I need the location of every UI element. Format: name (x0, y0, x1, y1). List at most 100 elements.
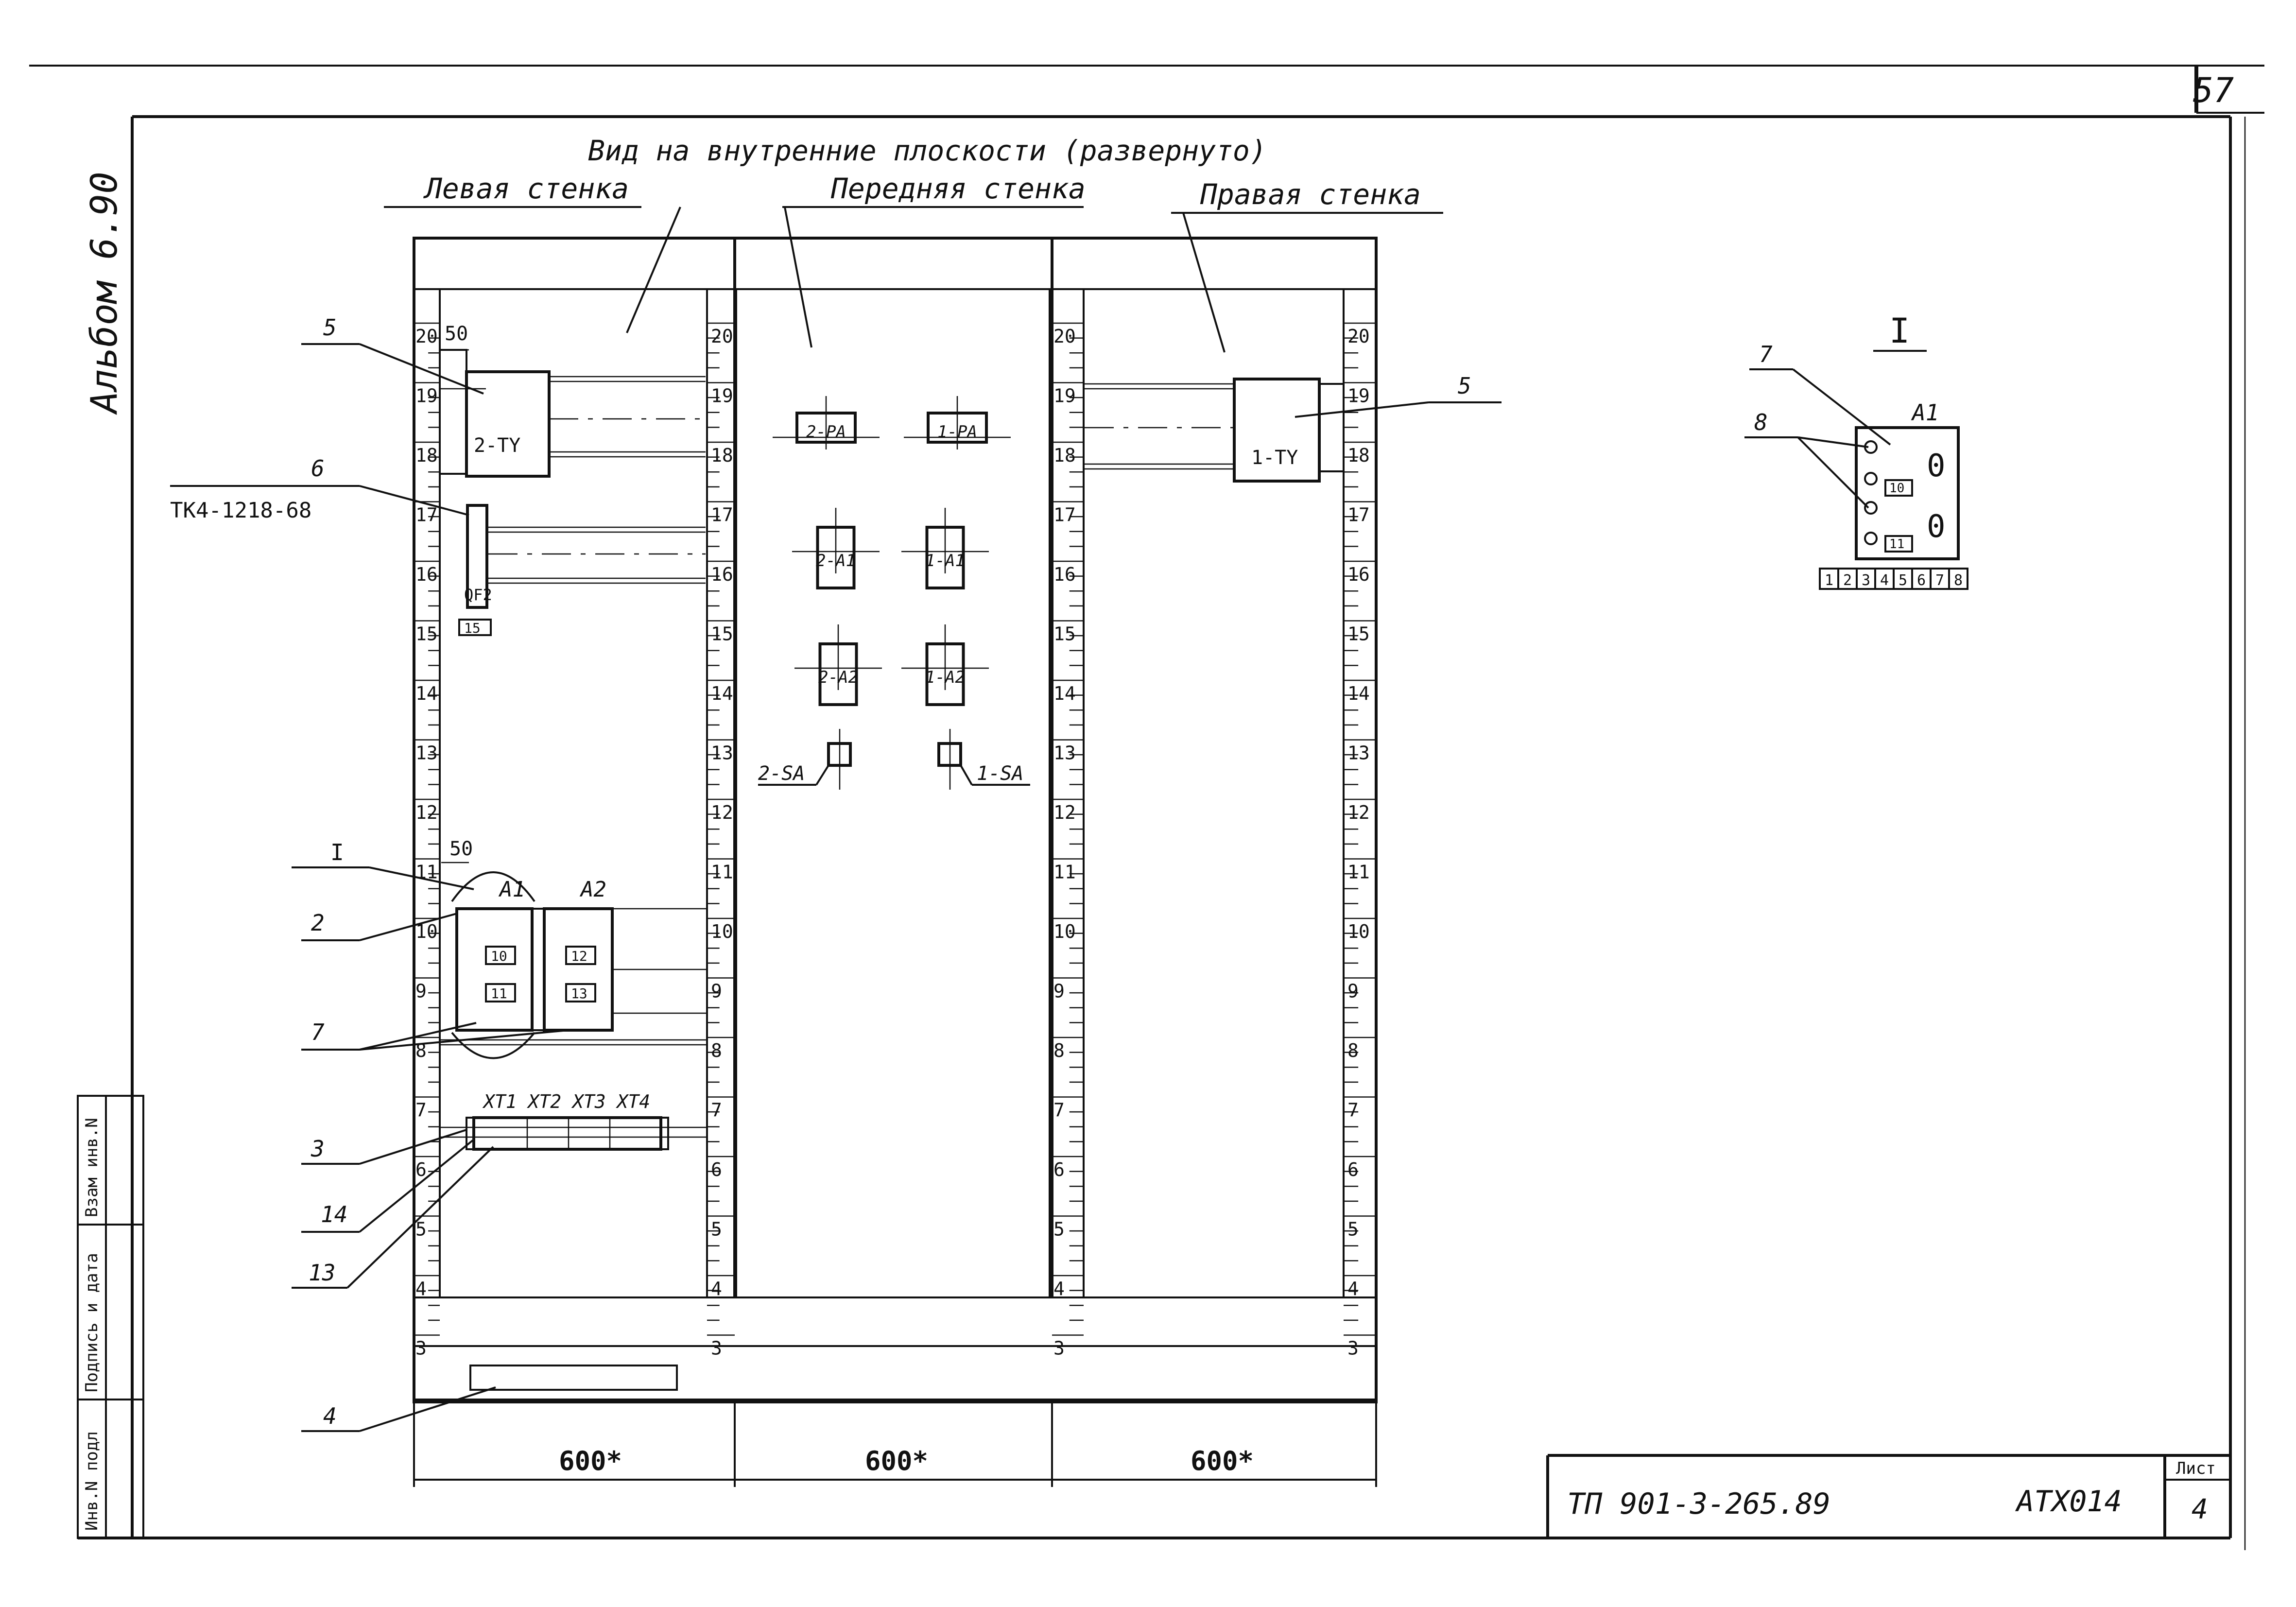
detail-term-10: 10 (1889, 481, 1904, 496)
drawing-code: АТХ014 (2015, 1485, 2122, 1519)
ruler-label: 19 (415, 385, 438, 407)
cabinet-outline (413, 237, 1378, 1403)
wall-heading-right: Правая стенка (1171, 178, 1443, 353)
device-label: 2-A1 (816, 551, 856, 570)
ruler-label: 17 (711, 504, 733, 526)
sheet-frame (29, 65, 2264, 1550)
callout-i: I (330, 839, 344, 865)
breaker-tag: 15 (464, 620, 481, 636)
ruler-label: 19 (1053, 385, 1076, 407)
device-1-a1 (925, 526, 965, 589)
ruler-label: 12 (711, 802, 733, 823)
a2-term-12: 12 (571, 948, 587, 964)
transformer-1ty-label: 1-TY (1251, 447, 1298, 469)
transformer-2ty (465, 370, 551, 478)
ruler-label: 20 (1347, 326, 1370, 347)
sheet-number: 57 (2193, 70, 2234, 110)
callout-6-type: ТК4-1218-68 (170, 498, 311, 523)
ruler-label: 12 (415, 802, 438, 823)
strip-label: 2 (1843, 572, 1852, 589)
ruler-label: 5 (415, 1219, 427, 1240)
device-label: 1-A1 (925, 551, 965, 570)
ruler-label: 20 (415, 326, 438, 347)
ruler-label: 12 (1347, 802, 1370, 823)
ruler-label: 7 (711, 1100, 722, 1121)
ruler-label: 3 (1053, 1338, 1065, 1359)
ruler-label: 7 (1347, 1100, 1359, 1121)
bracket-2ty (439, 349, 467, 475)
ruler-label: 11 (1347, 862, 1370, 883)
title-block: ТП 901-3-265.89 АТХ014 Лист 4 (1546, 1454, 2230, 1538)
ruler-label: 8 (1053, 1040, 1065, 1061)
right-wall-equipment: 1-TY (1085, 378, 1345, 483)
transformer-2ty-label: 2-TY (474, 434, 520, 457)
detail-mark-top: 0 (1927, 448, 1946, 484)
detail-term-11: 11 (1889, 537, 1904, 552)
ruler-label: 11 (711, 862, 733, 883)
device-1-a2 (925, 642, 965, 706)
side-stamp: Инв.N подл Подпись и дата Взам инв.N (77, 1095, 144, 1539)
ruler-label: 9 (415, 981, 427, 1002)
ruler-label: 6 (711, 1159, 722, 1180)
strip-label: 3 (1862, 572, 1870, 589)
base-plate (469, 1365, 678, 1391)
strip-label: 7 (1935, 572, 1944, 589)
ruler-label: 19 (1347, 385, 1370, 407)
ruler-label: 4 (415, 1278, 427, 1299)
dim-left-600: 600* (559, 1446, 622, 1476)
ruler-label: 15 (1053, 623, 1076, 645)
ruler-label: 13 (1053, 743, 1076, 764)
ruler-label: 20 (1053, 326, 1076, 347)
callout-5-right: 5 (1458, 373, 1471, 399)
module-a2 (543, 907, 614, 1032)
ruler-label: 4 (711, 1278, 722, 1299)
module-a1-label: A1 (498, 877, 525, 902)
ruler-label: 5 (711, 1219, 722, 1240)
ruler-label: 16 (415, 564, 438, 585)
callout-4: 4 (323, 1403, 337, 1429)
callout-2: 2 (311, 910, 325, 936)
album-label: Альбом 6.90 (83, 172, 125, 415)
switch-2sa-label: 2-SA (758, 762, 805, 785)
device-label: 2-A2 (818, 668, 858, 687)
strip-cell (1948, 568, 1968, 590)
dim-front-600: 600* (865, 1446, 928, 1476)
dim-top-50: 50 (445, 323, 468, 345)
front-switches: 2-SA 1-SA (758, 729, 1030, 790)
strip-label: 6 (1917, 572, 1926, 589)
device-label: 1-A2 (925, 668, 965, 687)
switch-2sa (827, 742, 852, 767)
ruler-label: 9 (711, 981, 722, 1002)
device-2-a2 (818, 642, 858, 706)
ruler-label: 16 (1053, 564, 1076, 585)
ruler-label: 13 (415, 743, 438, 764)
ruler-label: 9 (1347, 981, 1359, 1002)
doc-code: ТП 901-3-265.89 (1567, 1487, 1830, 1521)
left-wall-equipment: 50 2-TY QF2 15 50 A1 (439, 323, 707, 1151)
callout-13: 13 (309, 1260, 335, 1286)
strip-label: 5 (1899, 572, 1907, 589)
ruler-label: 10 (1053, 921, 1076, 942)
callout-5-left: 5 (323, 314, 337, 341)
ruler-label: 14 (1053, 683, 1076, 704)
view-title: Вид на внутренние плоскости (развернуто) (588, 134, 1267, 167)
ruler-label: 3 (415, 1338, 427, 1359)
dim-right-600: 600* (1191, 1446, 1254, 1476)
callout-3: 3 (311, 1136, 325, 1162)
ruler-label: 17 (415, 504, 438, 526)
ruler-label: 6 (1347, 1159, 1359, 1180)
callout-14: 14 (321, 1201, 347, 1227)
device-label: 2-PA (806, 422, 846, 442)
strip-label: 1 (1825, 572, 1833, 589)
ruler-label: 6 (415, 1159, 427, 1180)
device-2-a1 (816, 526, 856, 589)
breaker-qf2-label: QF2 (464, 586, 492, 604)
sheet-value: 4 (2192, 1494, 2208, 1525)
ruler-label: 12 (1053, 802, 1076, 823)
front-wall-label: Передняя стенка (830, 172, 1086, 205)
strip-label: 8 (1954, 572, 1963, 589)
wall-heading-left: Левая стенка (384, 172, 681, 333)
a2-term-13: 13 (571, 985, 587, 1002)
